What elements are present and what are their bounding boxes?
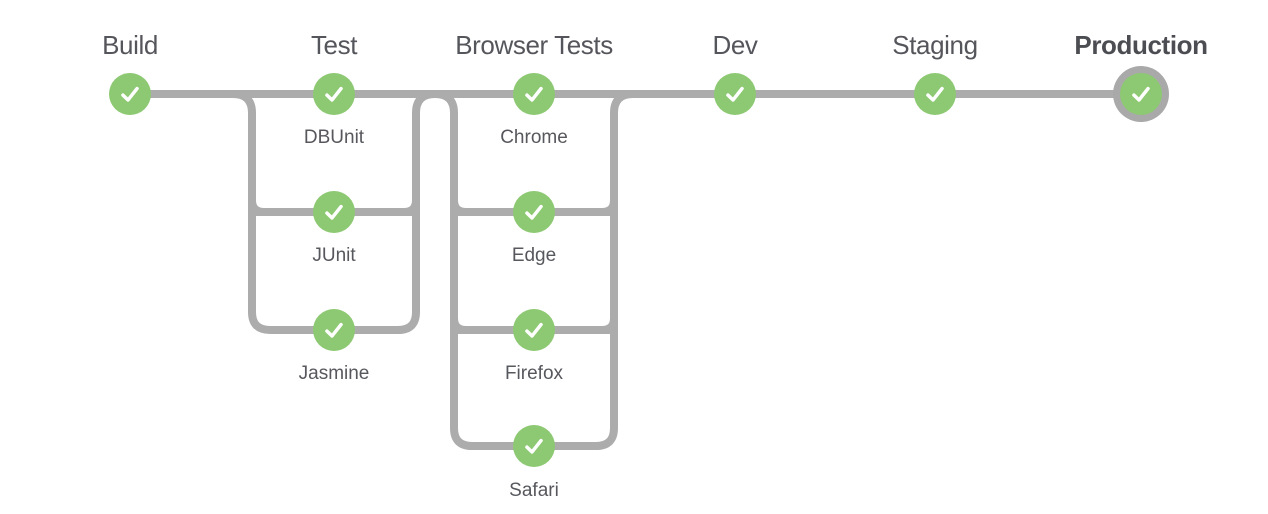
job-label-safari: Safari [509,480,559,501]
node-build[interactable] [109,73,151,115]
check-icon [525,204,543,220]
job-label-junit: JUnit [312,245,356,266]
stage-title-test: Test [310,30,358,60]
check-icon [525,86,543,102]
check-icon [726,86,744,102]
check-icon [325,322,343,338]
check-icon [325,86,343,102]
node-browser-firefox[interactable] [513,309,555,351]
node-browser-edge[interactable] [513,191,555,233]
stage-title-production: Production [1074,30,1208,60]
check-icon [1132,86,1150,102]
node-test-dbunit[interactable] [313,73,355,115]
edge-row-fillets [450,199,618,216]
node-staging[interactable] [914,73,956,115]
check-icon [926,86,944,102]
check-icon [525,438,543,454]
stage-title-build: Build [102,30,158,60]
job-label-edge: Edge [511,245,557,266]
stage-title-browser-tests: Browser Tests [455,30,613,60]
node-browser-chrome[interactable] [513,73,555,115]
node-dev[interactable] [714,73,756,115]
node-test-junit[interactable] [313,191,355,233]
check-icon [121,86,139,102]
stage-title-staging: Staging [892,30,978,60]
node-test-jasmine[interactable] [313,309,355,351]
node-production[interactable] [1120,73,1162,115]
job-label-dbunit: DBUnit [303,127,365,148]
node-browser-safari[interactable] [513,425,555,467]
junit-row-fillets [248,199,420,216]
job-label-chrome: Chrome [500,127,568,148]
job-label-jasmine: Jasmine [298,363,370,384]
firefox-row-fillets [450,317,618,334]
check-icon [525,322,543,338]
check-icon [325,204,343,220]
job-label-firefox: Firefox [504,363,564,384]
stage-title-dev: Dev [712,30,758,60]
